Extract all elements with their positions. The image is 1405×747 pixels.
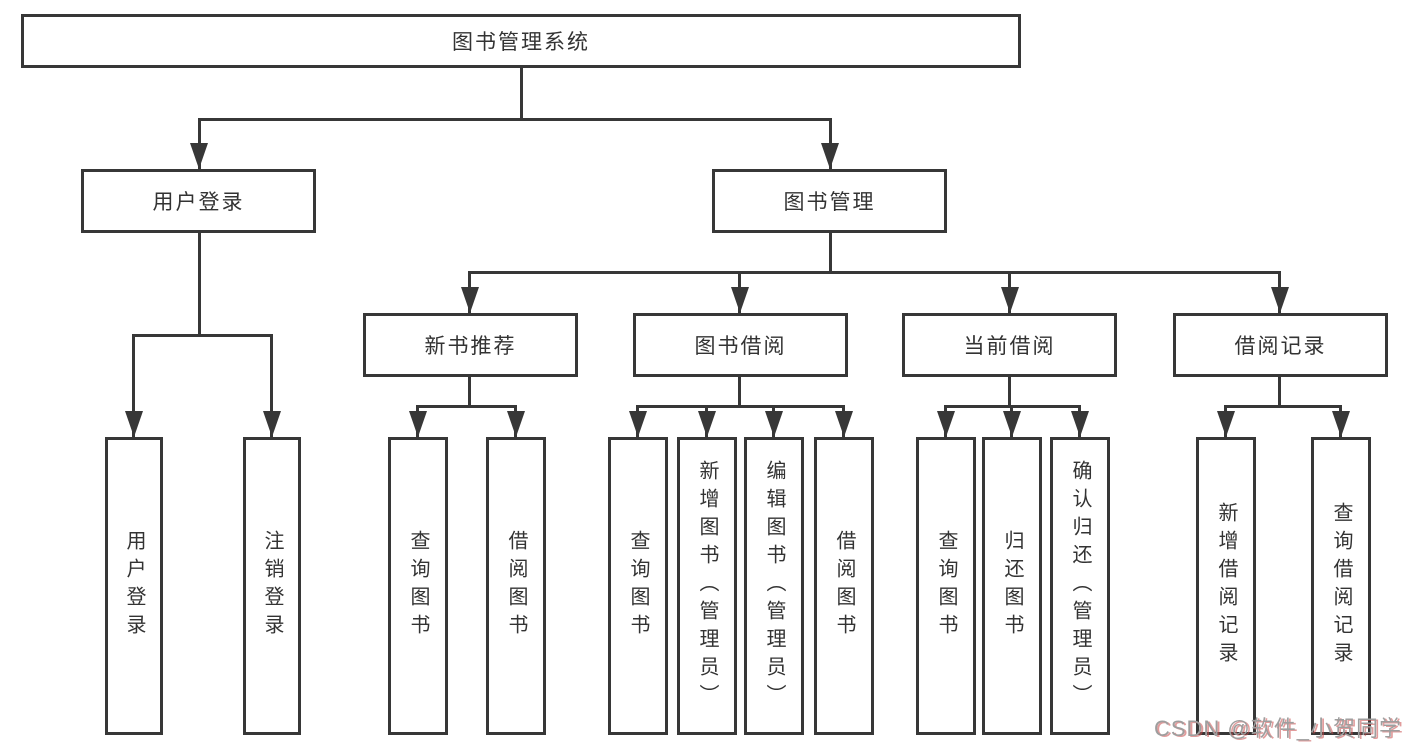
node-add-borrow-record-label: 新增借阅记录 — [1215, 502, 1237, 670]
arrowhead-down — [937, 411, 955, 437]
arrowhead-down — [1003, 411, 1021, 437]
arrowhead-down — [629, 411, 647, 437]
node-current-borrowing: 当前借阅 — [902, 313, 1117, 377]
connector-line — [520, 68, 523, 121]
connector-line — [416, 405, 517, 408]
arrowhead-down — [190, 143, 208, 169]
node-edit-book-admin-label: 编辑图书（管理员） — [763, 460, 785, 712]
connector-line — [636, 405, 845, 408]
connector-line — [1008, 377, 1011, 407]
node-confirm-return-admin-label: 确认归还（管理员） — [1069, 460, 1091, 712]
node-user-login: 用户登录 — [81, 169, 316, 233]
node-return-book: 归还图书 — [982, 437, 1042, 735]
connector-line — [132, 334, 135, 437]
arrowhead-down — [731, 287, 749, 313]
arrowhead-down — [765, 411, 783, 437]
connector-line — [1224, 405, 1342, 408]
connector-line — [198, 233, 201, 337]
node-book-borrowing: 图书借阅 — [633, 313, 848, 377]
node-user-login-label: 用户登录 — [152, 191, 245, 214]
connector-line — [829, 233, 832, 274]
connector-line — [198, 118, 832, 121]
arrowhead-down — [1217, 411, 1235, 437]
node-current-borrowing-label: 当前借阅 — [963, 335, 1056, 358]
node-edit-book-admin: 编辑图书（管理员） — [744, 437, 804, 735]
connector-line — [1278, 377, 1281, 407]
node-borrowing-records: 借阅记录 — [1173, 313, 1388, 377]
node-query-book-2: 查询图书 — [608, 437, 668, 735]
node-add-borrow-record: 新增借阅记录 — [1196, 437, 1256, 735]
connector-line — [468, 271, 1281, 274]
node-book-management-label: 图书管理 — [783, 191, 876, 214]
node-query-book-1-label: 查询图书 — [407, 530, 429, 642]
node-new-book-recommend: 新书推荐 — [363, 313, 578, 377]
node-query-borrow-record-label: 查询借阅记录 — [1330, 502, 1352, 670]
node-logout-leaf-label: 注销登录 — [261, 530, 283, 642]
node-borrow-book-2-label: 借阅图书 — [833, 530, 855, 642]
node-query-book-3: 查询图书 — [916, 437, 976, 735]
arrowhead-down — [507, 411, 525, 437]
arrowhead-down — [835, 411, 853, 437]
arrowhead-down — [1071, 411, 1089, 437]
arrowhead-down — [698, 411, 716, 437]
node-user-login-leaf-label: 用户登录 — [123, 530, 145, 642]
node-library-system-label: 图书管理系统 — [452, 31, 590, 54]
node-borrowing-records-label: 借阅记录 — [1234, 335, 1327, 358]
connector-line — [468, 377, 471, 407]
node-borrow-book-1-label: 借阅图书 — [505, 530, 527, 642]
node-borrow-book-1: 借阅图书 — [486, 437, 546, 735]
node-query-book-2-label: 查询图书 — [627, 530, 649, 642]
arrowhead-down — [409, 411, 427, 437]
node-return-book-label: 归还图书 — [1001, 530, 1023, 642]
node-query-book-3-label: 查询图书 — [935, 530, 957, 642]
node-book-borrowing-label: 图书借阅 — [694, 335, 787, 358]
connector-line — [270, 334, 273, 437]
arrowhead-down — [1332, 411, 1350, 437]
connector-line — [944, 405, 1081, 408]
arrowhead-down — [1001, 287, 1019, 313]
node-new-book-recommend-label: 新书推荐 — [424, 335, 517, 358]
node-confirm-return-admin: 确认归还（管理员） — [1050, 437, 1110, 735]
node-logout-leaf: 注销登录 — [243, 437, 301, 735]
node-user-login-leaf: 用户登录 — [105, 437, 163, 735]
connector-line — [738, 377, 741, 407]
node-library-system: 图书管理系统 — [21, 14, 1021, 68]
arrowhead-down — [461, 287, 479, 313]
node-book-management: 图书管理 — [712, 169, 947, 233]
node-add-book-admin: 新增图书（管理员） — [677, 437, 737, 735]
arrowhead-down — [821, 143, 839, 169]
arrowhead-down — [263, 411, 281, 437]
node-query-book-1: 查询图书 — [388, 437, 448, 735]
node-query-borrow-record: 查询借阅记录 — [1311, 437, 1371, 735]
connector-line — [132, 334, 273, 337]
csdn-watermark: CSDN @软件_小贺同学 — [1153, 716, 1402, 741]
arrowhead-down — [125, 411, 143, 437]
node-borrow-book-2: 借阅图书 — [814, 437, 874, 735]
node-add-book-admin-label: 新增图书（管理员） — [696, 460, 718, 712]
arrowhead-down — [1271, 287, 1289, 313]
